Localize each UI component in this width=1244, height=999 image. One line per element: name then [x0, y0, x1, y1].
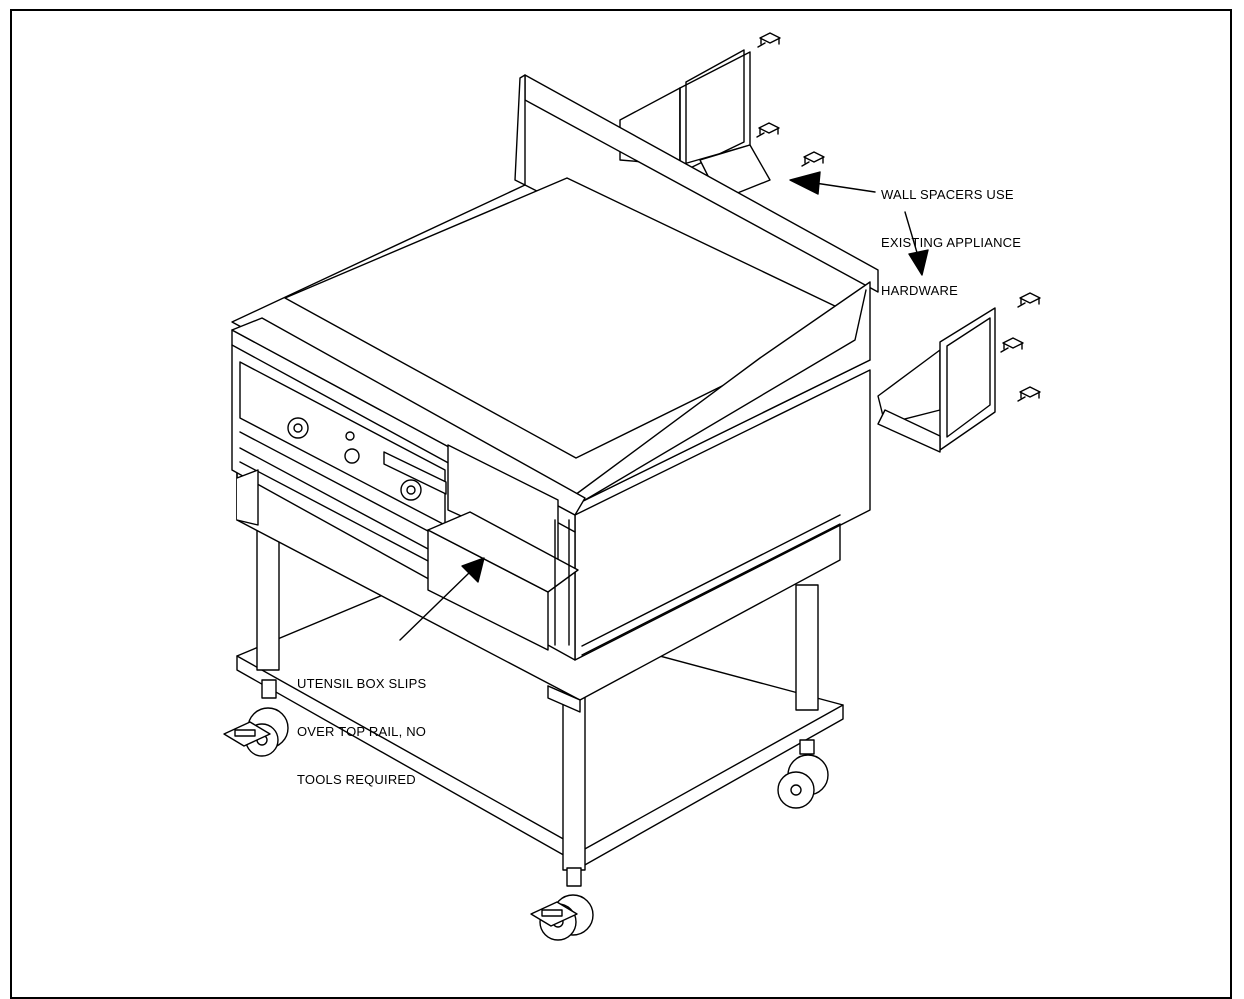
callout-line: EXISTING APPLIANCE	[881, 235, 1022, 250]
callout-wall-spacers: WALL SPACERS USE EXISTING APPLIANCE HARD…	[881, 155, 1021, 315]
control-panel	[236, 361, 579, 651]
callout-line: HARDWARE	[881, 283, 958, 298]
callout-utensil-box: UTENSIL BOX SLIPS OVER TOP RAIL, NO TOOL…	[297, 644, 426, 804]
caster-front-right	[530, 867, 594, 941]
callout-line: UTENSIL BOX SLIPS	[297, 676, 427, 691]
leader-wall-spacer-upper	[789, 171, 876, 195]
callout-line: OVER TOP RAIL, NO	[297, 724, 427, 739]
caster-front-left	[223, 679, 289, 757]
callout-line: WALL SPACERS USE	[881, 187, 1014, 202]
callout-line: TOOLS REQUIRED	[297, 772, 416, 787]
leader-utensil-box	[399, 557, 485, 641]
bolts	[756, 32, 1041, 402]
wall-spacer-lower	[877, 307, 996, 453]
leader-wall-spacer-lower	[904, 211, 929, 276]
caster-rear-right	[777, 739, 829, 809]
